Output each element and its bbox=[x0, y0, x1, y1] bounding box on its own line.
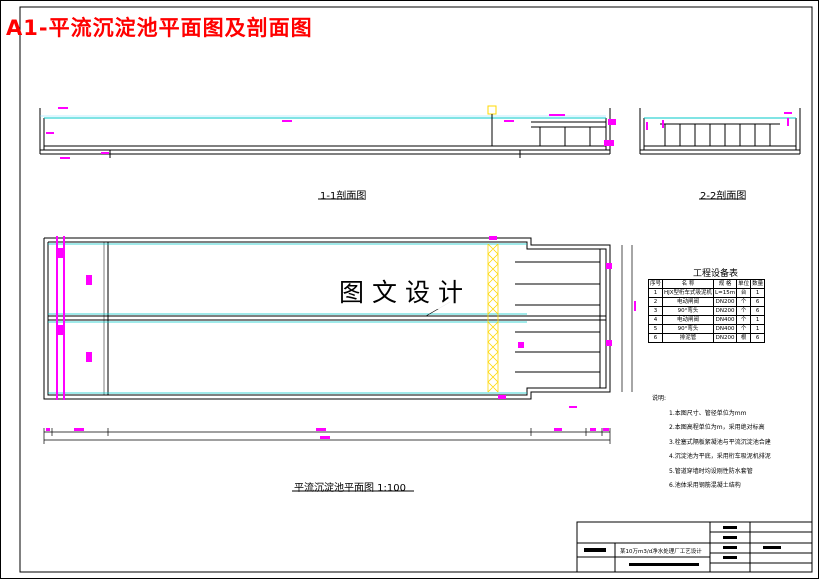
equipment-header-cell: 数量 bbox=[750, 279, 766, 289]
note-item: 5.管道穿墙时均设刚性防水套管 bbox=[669, 467, 753, 475]
table-cell: 电动闸阀 bbox=[662, 297, 715, 307]
table-cell: 根 bbox=[736, 333, 752, 343]
inner-frame bbox=[19, 6, 813, 573]
equipment-header-cell: 单位 bbox=[736, 279, 752, 289]
table-cell: 6 bbox=[750, 306, 766, 316]
table-cell: 90°弯头 bbox=[662, 324, 715, 334]
table-cell: 6 bbox=[647, 333, 664, 343]
plan-label: 平流沉淀池平面图 1:100 bbox=[294, 483, 406, 494]
table-cell: 个 bbox=[736, 315, 752, 325]
notes-title: 说明: bbox=[652, 395, 667, 402]
table-cell: 排泥管 bbox=[662, 333, 715, 343]
note-item: 4.沉淀池为平底，采用桁车吸泥机排泥 bbox=[669, 453, 771, 460]
section-2-2-label: 2-2剖面图 bbox=[700, 191, 747, 202]
table-cell: DN200 bbox=[713, 306, 738, 316]
table-cell: DN200 bbox=[713, 333, 738, 343]
table-cell: DN400 bbox=[713, 324, 738, 334]
table-cell: 个 bbox=[736, 297, 752, 307]
plan-outlet-pipes bbox=[515, 261, 600, 373]
table-cell: 90°弯头 bbox=[662, 306, 715, 316]
table-cell: 1 bbox=[750, 315, 766, 325]
note-item: 6.池体采用钢筋混凝土结构 bbox=[669, 482, 741, 489]
table-cell: DN400 bbox=[713, 315, 738, 325]
table-cell: 个 bbox=[736, 306, 752, 316]
equipment-table-title: 工程设备表 bbox=[693, 269, 739, 279]
equipment-table-header: 序号 名 称 规 格 单位 数量 bbox=[647, 279, 766, 289]
table-cell: 电动闸阀 bbox=[662, 315, 715, 325]
table-cell: HJX型桁车式吸泥机 bbox=[662, 288, 715, 298]
plan-dim-marks bbox=[56, 236, 636, 408]
table-row: 4 电动闸阀 DN400 个 1 bbox=[647, 315, 766, 325]
table-cell: L=15m bbox=[713, 288, 738, 298]
section-2-2-drawing bbox=[639, 108, 801, 155]
section-1-1-drawing bbox=[39, 105, 611, 158]
note-item: 3.栓塞式隔板絮凝池与平流沉淀池合建 bbox=[669, 438, 771, 446]
note-item: 1.本图尺寸、管径单位为mm bbox=[669, 409, 747, 417]
plan-dimension-lines bbox=[43, 245, 633, 444]
title-block-project-name: 某10万m3/d净水处理厂工艺设计 bbox=[620, 549, 702, 555]
plan-water-lines bbox=[48, 243, 527, 394]
note-item: 2.本图高程单位为m，采用绝对标高 bbox=[669, 424, 765, 431]
section-2-2-dim-marks bbox=[646, 112, 792, 130]
equipment-table: 序号 名 称 规 格 单位 数量 1 HJX型桁车式吸泥机 L=15m 台 1 … bbox=[647, 279, 766, 343]
table-row: 3 90°弯头 DN200 个 6 bbox=[647, 306, 766, 316]
table-row: 5 90°弯头 DN400 个 1 bbox=[647, 324, 766, 334]
notes-block: 说明: 1.本图尺寸、管径单位为mm 2.本图高程单位为m，采用绝对标高 3.栓… bbox=[652, 392, 771, 494]
table-cell: 1 bbox=[750, 288, 766, 298]
drawing-title: A1-平流沉淀池平面图及剖面图 bbox=[6, 16, 313, 40]
title-block-fills bbox=[584, 526, 781, 566]
equipment-header-cell: 序号 bbox=[647, 279, 664, 289]
table-cell: 1 bbox=[647, 288, 664, 298]
title-block bbox=[576, 521, 813, 573]
table-cell: 4 bbox=[647, 315, 664, 325]
table-cell: 个 bbox=[736, 324, 752, 334]
equipment-header-cell: 名 称 bbox=[662, 279, 715, 289]
equipment-header-cell: 规 格 bbox=[713, 279, 738, 289]
plan-dim-text-marks bbox=[46, 428, 609, 439]
table-cell: 6 bbox=[750, 333, 766, 343]
table-row: 6 排泥管 DN200 根 6 bbox=[647, 333, 766, 343]
table-row: 2 电动闸阀 DN200 个 6 bbox=[647, 297, 766, 307]
plan-inlet-magenta bbox=[56, 236, 65, 400]
table-cell: 1 bbox=[750, 324, 766, 334]
table-cell: 3 bbox=[647, 306, 664, 316]
table-cell: DN200 bbox=[713, 297, 738, 307]
plan-ladder-hatch bbox=[487, 243, 499, 393]
table-cell: 5 bbox=[647, 324, 664, 334]
table-cell: 台 bbox=[736, 288, 752, 298]
table-row: 1 HJX型桁车式吸泥机 L=15m 台 1 bbox=[647, 288, 766, 298]
table-cell: 6 bbox=[750, 297, 766, 307]
section-1-1-label: 1-1剖面图 bbox=[320, 191, 367, 202]
section-1-1-dim-marks bbox=[46, 107, 616, 159]
watermark-text: 图文设计 bbox=[335, 273, 476, 309]
table-cell: 2 bbox=[647, 297, 664, 307]
